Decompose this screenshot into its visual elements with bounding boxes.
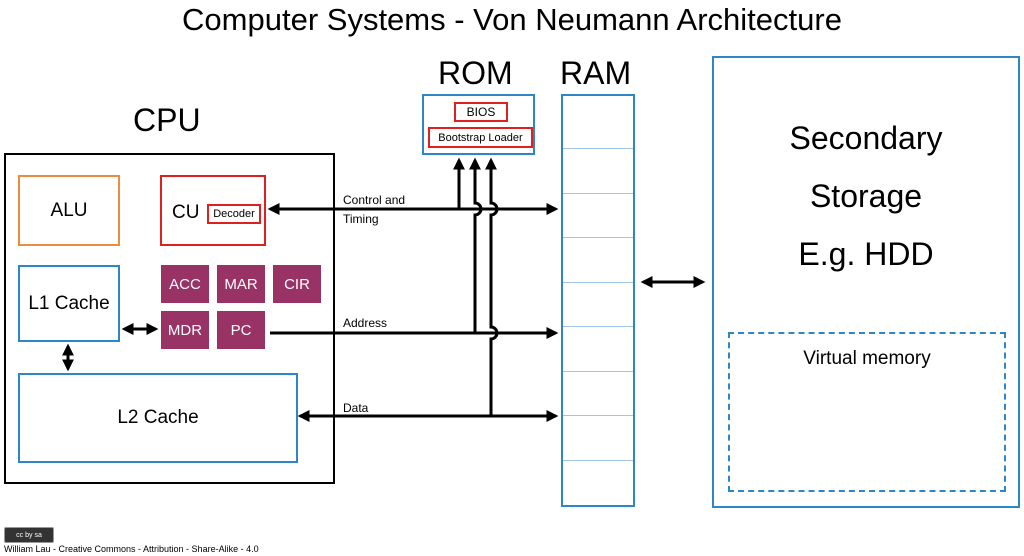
- ram-cell-divider: [563, 237, 633, 238]
- register-pc: PC: [217, 311, 265, 349]
- decoder-box: Decoder: [207, 204, 261, 224]
- l2-cache-box: L2 Cache: [18, 373, 298, 463]
- rom-box: BIOS Bootstrap Loader: [422, 94, 535, 155]
- alu-box: ALU: [18, 175, 120, 246]
- control-bus-label-2: Timing: [343, 212, 379, 226]
- ram-cell-divider: [563, 192, 633, 194]
- ram-cell-divider: [563, 281, 633, 283]
- secondary-storage-box: Secondary Storage E.g. HDD Virtual memor…: [712, 56, 1020, 508]
- register-acc: ACC: [161, 265, 209, 303]
- virtual-memory-box: Virtual memory: [728, 332, 1006, 492]
- rom-address-link: [469, 157, 483, 333]
- register-mar: MAR: [217, 265, 265, 303]
- ram-cell-divider: [563, 148, 633, 149]
- virtual-memory-label: Virtual memory: [803, 348, 931, 369]
- register-mdr: MDR: [161, 311, 209, 349]
- bootstrap-loader-box: Bootstrap Loader: [428, 127, 533, 148]
- ram-cell-divider: [563, 459, 633, 461]
- license-text: William Lau - Creative Commons - Attribu…: [4, 544, 259, 554]
- address-bus-label: Address: [343, 316, 388, 330]
- l1-cache-label: L1 Cache: [28, 292, 110, 314]
- ram-cell-divider: [563, 370, 633, 372]
- bios-box: BIOS: [454, 102, 508, 122]
- ram-cell-divider: [563, 326, 633, 327]
- cu-label: CU: [172, 202, 200, 223]
- cpu-box: [4, 153, 335, 484]
- ram-box: [561, 94, 635, 507]
- cu-box: CU Decoder: [160, 175, 266, 246]
- rom-data-link: [485, 157, 499, 416]
- rom-label: ROM: [438, 55, 513, 91]
- page-title: Computer Systems - Von Neumann Architect…: [182, 2, 842, 37]
- cc-license-badge: cc by sa: [4, 527, 54, 543]
- cpu-label: CPU: [133, 102, 201, 138]
- register-cir: CIR: [273, 265, 321, 303]
- ram-cell-divider: [563, 415, 633, 416]
- alu-label: ALU: [50, 199, 88, 221]
- secondary-line-3: E.g. HDD: [798, 236, 934, 272]
- secondary-line-2: Storage: [809, 178, 923, 214]
- secondary-line-1: Secondary: [789, 120, 943, 156]
- l2-cache-label: L2 Cache: [117, 407, 199, 428]
- cc-badge-text: cc by sa: [16, 531, 42, 539]
- l1-cache-box: L1 Cache: [18, 265, 120, 342]
- ram-label: RAM: [560, 55, 632, 91]
